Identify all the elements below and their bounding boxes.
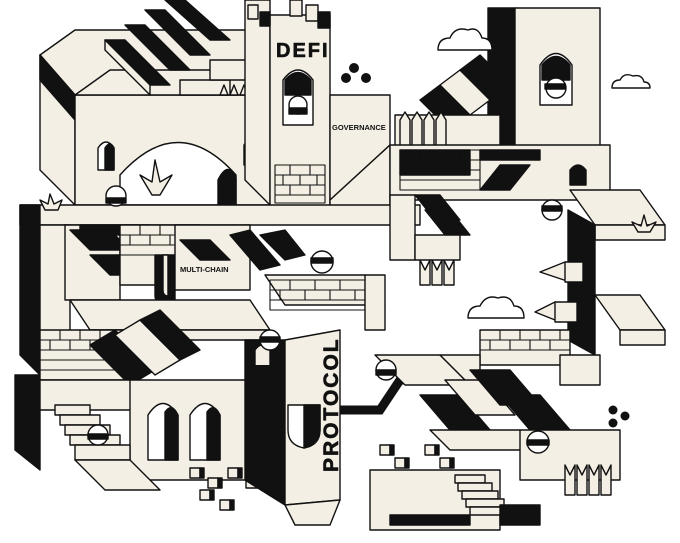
character-3 [259,329,281,351]
clouds [437,28,651,319]
multi-chain-block [174,224,306,291]
character-1 [105,185,127,207]
defi-tower [244,0,331,216]
governance-label: GOVERNANCE [332,123,386,132]
protocol-label: PROTOCOL [320,337,343,472]
character-2 [310,250,334,274]
middle-band [389,144,611,201]
governance-block [329,94,391,216]
top-stairs [104,0,256,96]
character-4 [375,359,397,381]
right-lower-platform [479,294,666,386]
characters [87,185,563,454]
middle-top-stairs [394,54,511,151]
character-6 [526,430,550,454]
plant-icons [39,159,657,233]
cones [534,261,584,323]
character-5 [87,424,109,446]
bottom-stairs [369,469,541,531]
dots-top [341,63,371,83]
character-7 [541,199,563,221]
lower-right-building [374,354,621,496]
right-mid-stairs [389,194,471,286]
dots-right [608,405,630,428]
lower-left-building [14,309,271,491]
defi-label: DEFI [276,40,330,62]
multi-chain-label: MULTI-CHAIN [180,265,229,274]
small-cubes-right [379,444,455,469]
